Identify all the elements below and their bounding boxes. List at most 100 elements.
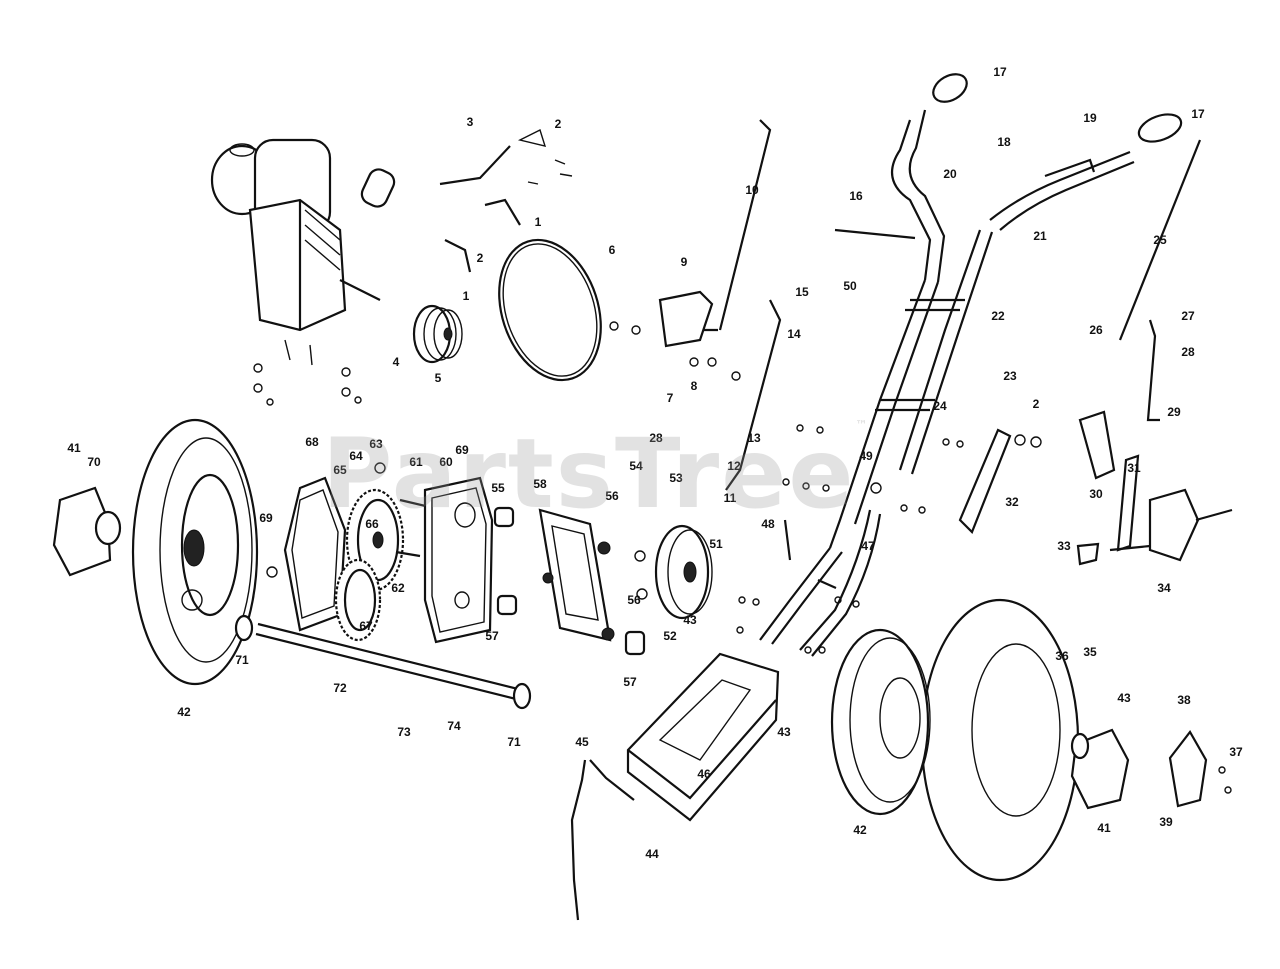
- callout-c11: 11: [724, 491, 737, 505]
- callout-c42a: 42: [177, 705, 191, 719]
- axle: [234, 614, 532, 710]
- callout-c7: 7: [667, 391, 674, 405]
- callout-c56a: 56: [605, 489, 619, 503]
- callout-c8: 8: [691, 379, 698, 393]
- callout-c20: 20: [943, 167, 957, 181]
- hub-right: [1070, 728, 1208, 810]
- driven-pulley: [654, 524, 713, 620]
- rod-45: [570, 759, 587, 921]
- callout-c16: 16: [849, 189, 863, 203]
- callout-c1a: 1: [535, 215, 542, 229]
- bushing-57a: [496, 594, 518, 616]
- callout-c52: 52: [663, 629, 677, 643]
- callout-c72: 72: [333, 681, 347, 695]
- callout-c50: 50: [843, 279, 857, 293]
- hub-left: [52, 486, 122, 577]
- callout-c34: 34: [1157, 581, 1171, 595]
- callout-c43c: 43: [777, 725, 791, 739]
- hardware: [266, 321, 1232, 794]
- callout-c2b: 2: [477, 251, 484, 265]
- callout-c26: 26: [1089, 323, 1103, 337]
- callout-c73: 73: [397, 725, 411, 739]
- callout-c2c: 2: [1033, 397, 1040, 411]
- engine: [210, 138, 396, 406]
- callout-c17b: 17: [1191, 107, 1205, 121]
- callout-c71b: 71: [507, 735, 521, 749]
- callout-c36: 36: [1055, 649, 1069, 663]
- callout-c60: 60: [439, 455, 453, 469]
- callout-c5: 5: [435, 371, 442, 385]
- lower-handle: [759, 509, 882, 657]
- callout-c17a: 17: [993, 65, 1007, 79]
- callout-c48: 48: [761, 517, 775, 531]
- callout-c12: 12: [727, 459, 741, 473]
- callout-c49: 49: [859, 449, 873, 463]
- callout-c13: 13: [747, 431, 761, 445]
- callout-c42b: 42: [853, 823, 867, 837]
- callout-c70: 70: [87, 455, 101, 469]
- callout-c37: 37: [1229, 745, 1243, 759]
- callout-c69b: 69: [259, 511, 273, 525]
- levers: [958, 410, 1233, 566]
- bushing-57b: [624, 630, 646, 656]
- callout-c51: 51: [709, 537, 723, 551]
- callout-c68: 68: [305, 435, 319, 449]
- callout-c15: 15: [795, 285, 809, 299]
- callout-c57b: 57: [623, 675, 637, 689]
- callout-c33: 33: [1057, 539, 1071, 553]
- callout-c23: 23: [1003, 369, 1017, 383]
- callout-c66: 66: [365, 517, 379, 531]
- callout-c28a: 28: [1181, 345, 1195, 359]
- base-plate: [626, 652, 780, 822]
- callout-c41a: 41: [67, 441, 81, 455]
- callout-c43b: 43: [1117, 691, 1131, 705]
- mount-frame: [538, 508, 615, 642]
- callout-c41b: 41: [1097, 821, 1111, 835]
- gear-case: [423, 476, 494, 644]
- handlebar: [834, 73, 1183, 283]
- callout-c4: 4: [393, 355, 400, 369]
- callout-c67: 67: [359, 619, 373, 633]
- callout-c45: 45: [575, 735, 589, 749]
- callout-c1b: 1: [463, 289, 470, 303]
- callout-c56b: 56: [627, 593, 641, 607]
- callout-c31: 31: [1127, 461, 1141, 475]
- callout-c32: 32: [1005, 495, 1019, 509]
- callout-c54: 54: [629, 459, 643, 473]
- callout-c46: 46: [697, 767, 711, 781]
- callout-c3: 3: [467, 115, 474, 129]
- callout-c38: 38: [1177, 693, 1191, 707]
- callout-c18: 18: [997, 135, 1011, 149]
- drive-belt: [498, 238, 602, 382]
- bracket-9: [658, 290, 714, 348]
- control-rods: [700, 119, 1202, 561]
- callout-c19: 19: [1083, 111, 1097, 125]
- shaft-62: [395, 550, 421, 558]
- handle-tubes: [828, 229, 994, 549]
- callout-c14: 14: [787, 327, 801, 341]
- callout-c30: 30: [1089, 487, 1103, 501]
- rod-45b: [589, 759, 635, 801]
- callout-c39: 39: [1159, 815, 1173, 829]
- callout-c55: 55: [491, 481, 505, 495]
- callout-c61: 61: [409, 455, 423, 469]
- callout-c64: 64: [349, 449, 363, 463]
- callout-c21: 21: [1033, 229, 1047, 243]
- callout-c44: 44: [645, 847, 659, 861]
- gears: [334, 488, 405, 642]
- engine-pulley: [412, 304, 463, 364]
- callout-c35: 35: [1083, 645, 1097, 659]
- callout-c71a: 71: [235, 653, 249, 667]
- callout-c43a: 43: [683, 613, 697, 627]
- callout-c6: 6: [609, 243, 616, 257]
- callout-c28b: 28: [649, 431, 663, 445]
- callout-c47: 47: [861, 539, 875, 553]
- callout-c2a: 2: [555, 117, 562, 131]
- wheel-left: [131, 418, 259, 686]
- callout-c25: 25: [1153, 233, 1167, 247]
- callout-c69a: 69: [455, 443, 469, 457]
- callout-c29: 29: [1167, 405, 1181, 419]
- throttle-brackets: [439, 129, 573, 273]
